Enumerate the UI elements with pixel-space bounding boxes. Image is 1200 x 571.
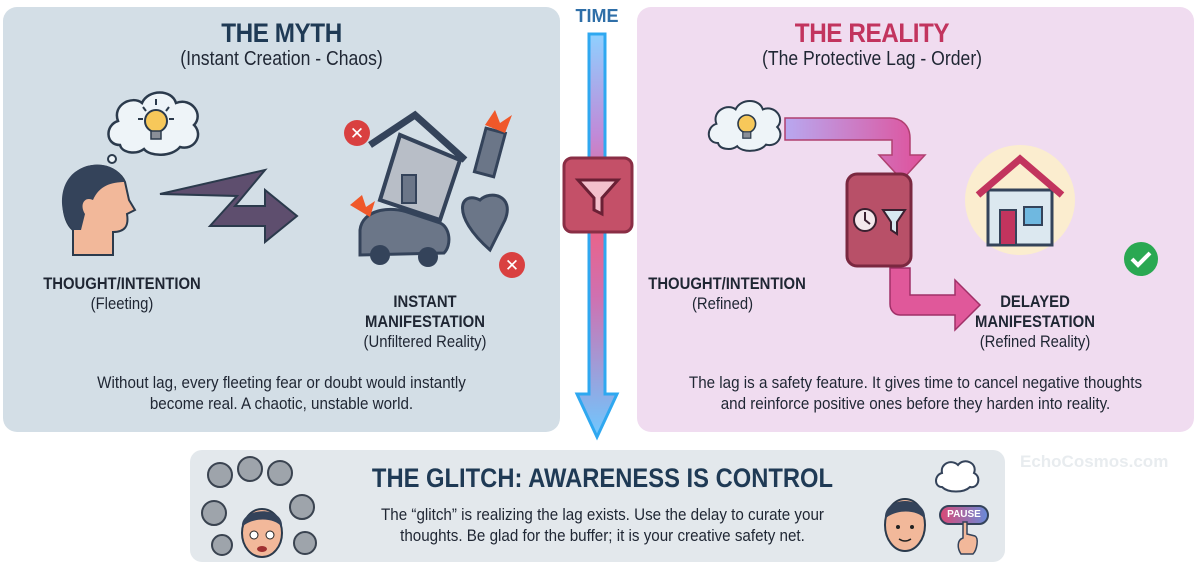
myth-subtitle: (Instant Creation - Chaos) — [180, 48, 383, 70]
reality-subtitle: (The Protective Lag - Order) — [761, 48, 983, 70]
watermark: EchoCosmos.com — [1020, 452, 1169, 471]
lag-process-icon — [845, 172, 913, 268]
thought-cloud-icon — [707, 100, 782, 152]
svg-text:✕: ✕ — [350, 124, 364, 144]
lightning-arrow-icon — [159, 168, 299, 245]
refine-path-arrow — [784, 117, 982, 332]
calm-person-icon — [884, 498, 926, 552]
reality-thought-sub: (Refined) — [691, 295, 754, 313]
myth-thought-label: THOUGHT/INTENTION — [43, 275, 201, 293]
glitch-desc-1: The “glitch” is realizing the lag exists… — [381, 506, 824, 524]
reality-desc-2: and reinforce positive ones before they … — [720, 395, 1111, 413]
myth-result-label-2: MANIFESTATION — [365, 313, 485, 331]
svg-text:✕: ✕ — [505, 256, 519, 276]
reality-desc-1: The lag is a safety feature. It gives ti… — [688, 374, 1143, 392]
error-x-icon — [344, 120, 370, 146]
thought-cloud-icon — [935, 460, 980, 493]
myth-result-label-1: INSTANT — [393, 293, 457, 311]
myth-desc-2: become real. A chaotic, unstable world. — [149, 395, 414, 413]
pointing-hand-icon — [957, 521, 978, 555]
reality-result-label-1: DELAYED — [1000, 293, 1070, 311]
time-label: TIME — [575, 6, 619, 26]
chaos-manifestation-icon: ✕ ✕ — [344, 110, 525, 278]
reality-thought-label: THOUGHT/INTENTION — [648, 275, 806, 293]
anxious-person-icon — [201, 456, 317, 558]
filter-funnel-icon — [562, 156, 634, 234]
reality-result-sub: (Refined Reality) — [979, 333, 1091, 351]
myth-thought-sub: (Fleeting) — [90, 295, 154, 313]
time-arrow — [574, 32, 620, 441]
reality-panel — [637, 7, 1194, 432]
thought-cloud-icon — [107, 91, 200, 164]
myth-result-sub: (Unfiltered Reality) — [363, 333, 487, 351]
glitch-title: THE GLITCH: AWARENESS IS CONTROL — [371, 463, 834, 493]
house-icon — [965, 145, 1075, 255]
myth-desc-1: Without lag, every fleeting fear or doub… — [97, 374, 466, 392]
reality-title: THE REALITY — [794, 18, 950, 48]
check-icon — [1124, 242, 1158, 276]
glitch-desc-2: thoughts. Be glad for the buffer; it is … — [400, 527, 805, 545]
reality-result-label-2: MANIFESTATION — [975, 313, 1095, 331]
person-icon — [62, 164, 137, 256]
myth-title: THE MYTH — [221, 18, 342, 48]
glitch-panel — [190, 450, 1005, 562]
